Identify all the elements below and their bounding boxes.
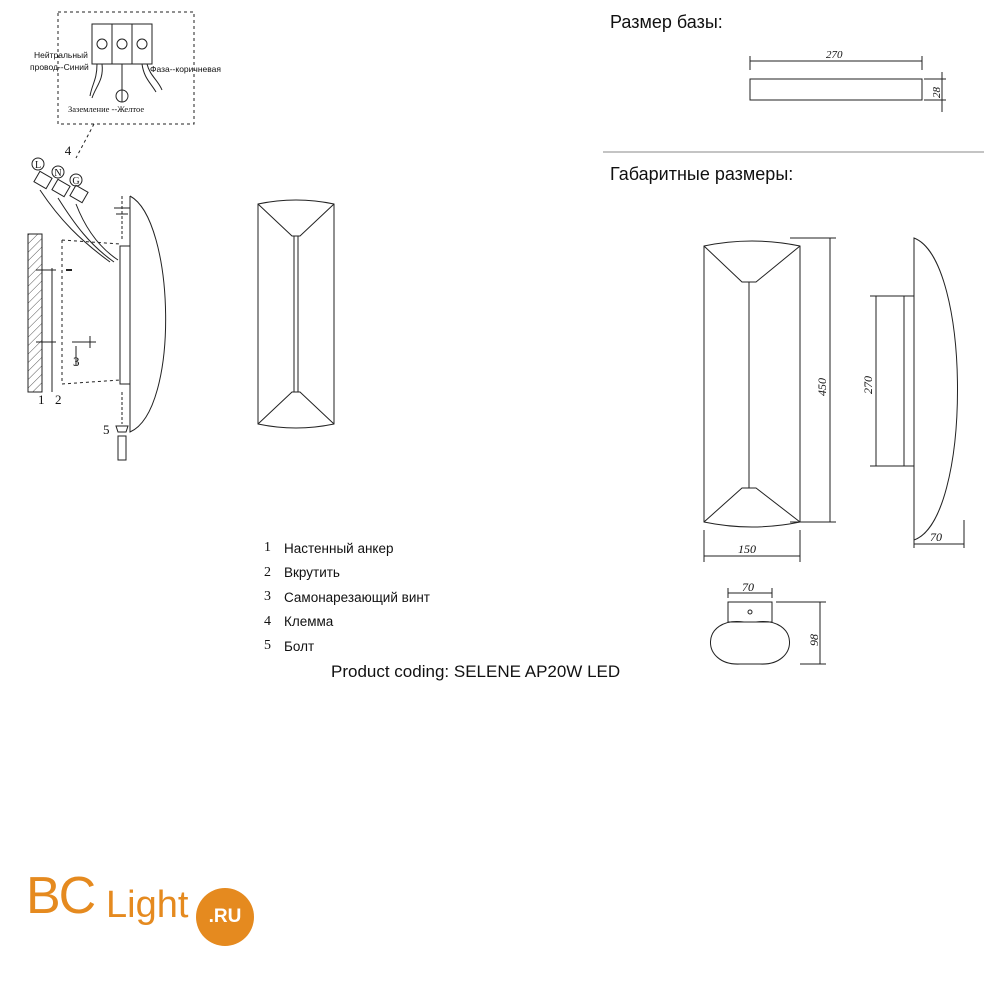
mounting-plate: [119, 245, 131, 385]
legend-number: 3: [264, 589, 271, 605]
legend-item: 3 Самонарезающий винт: [264, 585, 430, 610]
legend-text: Самонарезающий винт: [284, 589, 430, 605]
overall-height-dim: 450: [815, 378, 829, 396]
product-coding: Product coding: SELENE AP20W LED: [331, 662, 621, 681]
base-rect: [749, 78, 923, 101]
logo-light: Light: [106, 884, 189, 926]
callout-3: 3: [73, 354, 80, 369]
overall-front: [703, 237, 836, 562]
wiring-labels: Нейтральный провод--Синий Фаза--коричнев…: [30, 50, 221, 114]
bclight-logo: BC Light .RU: [26, 867, 266, 946]
legend-item: 5 Болт: [264, 634, 430, 659]
overall-side: [870, 237, 965, 548]
wall: [27, 233, 43, 393]
base-length-side-dim: 270: [861, 376, 875, 394]
installation-view: [27, 195, 167, 461]
top-view: [710, 588, 826, 665]
legend-text: Настенный анкер: [284, 540, 394, 556]
base-height-dim: 28: [931, 87, 943, 99]
overall-width-dim: 150: [738, 542, 756, 556]
shade-side: [129, 195, 167, 433]
neutral-label-2: провод--Синий: [30, 62, 89, 72]
wiring-inset-frame: [57, 11, 195, 125]
callout-4: 4: [65, 143, 72, 158]
screwdriver: [117, 435, 127, 461]
logo-ru-badge: .RU: [196, 888, 254, 946]
legend-item: 2 Вкрутить: [264, 561, 430, 586]
neutral-label-1: Нейтральный: [34, 50, 88, 60]
top-depth-dim: 70: [742, 580, 754, 594]
terminal-label-l: L: [35, 160, 41, 171]
base-length-dim: 270: [826, 49, 843, 61]
legend-number: 2: [264, 564, 271, 580]
callout-5: 5: [103, 422, 110, 437]
callout-2: 2: [55, 392, 62, 407]
depth-dim: 70: [930, 530, 942, 544]
legend-item: 1 Настенный анкер: [264, 536, 430, 561]
legend-text: Клемма: [284, 614, 334, 630]
ground-label: Заземление --Желтое: [68, 104, 144, 114]
terminal-block-3: [131, 23, 153, 65]
callout-1: 1: [38, 392, 45, 407]
terminal-label-n: N: [54, 168, 61, 179]
parts-legend: 1 Настенный анкер 2 Вкрутить 3 Самонарезающ…: [264, 536, 430, 659]
base-size-title: Размер базы:: [610, 12, 723, 32]
logo-bc: BC: [26, 867, 96, 925]
terminal-block-1: [91, 23, 113, 65]
legend-number: 4: [264, 613, 271, 629]
wiring-inset: [57, 11, 195, 159]
legend-number: 1: [264, 540, 271, 556]
terminal-block-2: [111, 23, 133, 65]
front-view: [257, 199, 335, 429]
terminal-label-g: G: [72, 176, 79, 187]
legend-number: 5: [264, 638, 271, 654]
legend-text: Вкрутить: [284, 565, 340, 581]
legend-item: 4 Клемма: [264, 610, 430, 635]
terminal-connectors: [31, 157, 119, 263]
top-width-dim: 98: [807, 634, 821, 646]
overall-size-title: Габаритные размеры:: [610, 164, 794, 184]
phase-label: Фаза--коричневая: [150, 64, 221, 74]
base-drawing: [603, 56, 984, 153]
legend-text: Болт: [284, 638, 315, 654]
